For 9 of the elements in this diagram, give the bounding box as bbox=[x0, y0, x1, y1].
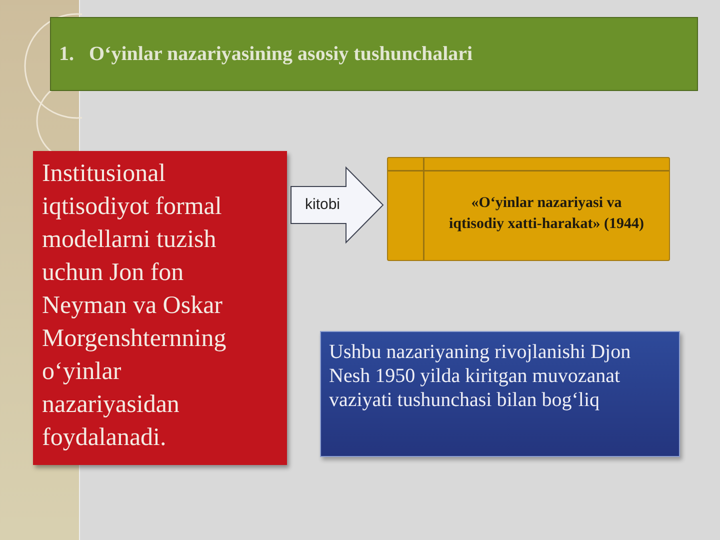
book-title: «O‘yinlar nazariyasi va iqtisodiy xatti-harakat» (1944) bbox=[448, 194, 644, 234]
text-panel bbox=[33, 151, 287, 465]
book-box bbox=[387, 157, 670, 261]
edge-label: kitobi bbox=[305, 196, 340, 214]
panel-text: Ushbu nazariyaning rivojlanishi Djon Nesh 1950 yilda kiritgan muvozanat vaziyati tushunchasi bilan bog‘liq bbox=[329, 340, 632, 412]
panel-text: Institusional iqtisodiyot formal modellarni tuzish uchun Jon fon Neyman va Oskar Morgenshternning o‘yinlar nazariyasidan foydalanadi. bbox=[42, 159, 228, 453]
block-arrow bbox=[290, 166, 384, 244]
title: 1. O‘yinlar nazariyasining asosiy tushunchalari bbox=[59, 42, 473, 67]
text-panel bbox=[320, 331, 680, 457]
